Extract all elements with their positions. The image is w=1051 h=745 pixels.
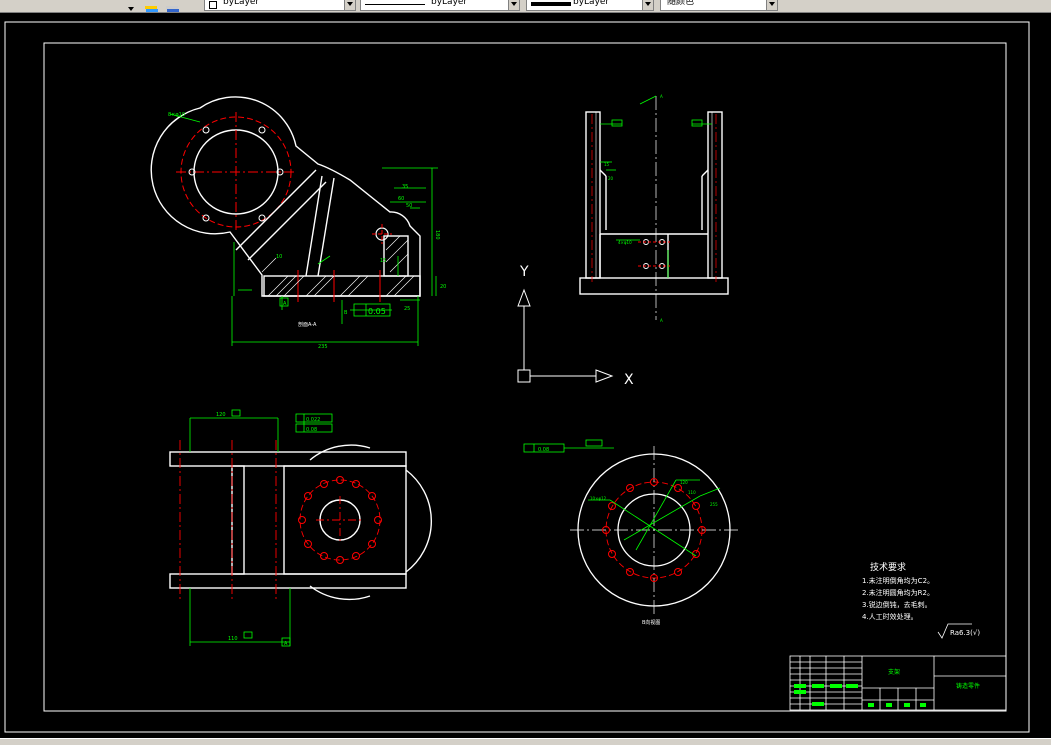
tech-req-1: 1.未注明倒角均为C2。 bbox=[862, 576, 934, 585]
color-control-dropdown[interactable]: byLayer bbox=[204, 0, 356, 11]
section-hatching bbox=[261, 235, 415, 297]
lineweight-preview bbox=[531, 2, 571, 6]
sheet-outer-border bbox=[4, 21, 1030, 733]
front-section-view bbox=[150, 96, 421, 302]
dim-110-top: 110 bbox=[228, 636, 238, 642]
roughness-symbol: Ra6.3(√) bbox=[937, 623, 980, 639]
tolerance-main: 0.05 bbox=[368, 307, 386, 316]
datum-a-top-view: A bbox=[284, 641, 288, 647]
dim-height: 180 bbox=[434, 230, 440, 240]
dim-25: 25 bbox=[404, 306, 410, 312]
color-swatch bbox=[209, 1, 217, 9]
dim-holes-2: 10×φ12 bbox=[590, 496, 607, 501]
properties-toolbar: byLayer byLayer byLayer 随颜色 bbox=[0, 0, 1051, 13]
tech-req-2: 2.未注明圆角均为R2。 bbox=[862, 588, 934, 597]
drawing-canvas[interactable]: 235 180 35 60 50 25 15 20 10 8×φ10 0.05 … bbox=[0, 12, 1051, 738]
b-view-labels: 0.08 120 110 255 10×φ12 bbox=[538, 447, 718, 507]
tolerance-pos-2: 0.08 bbox=[306, 427, 317, 433]
b-view-label: B向视图 bbox=[642, 619, 660, 626]
layer-manager-icon[interactable] bbox=[143, 0, 161, 12]
dim-15: 15 bbox=[380, 258, 386, 264]
chevron-down-icon[interactable] bbox=[642, 0, 653, 10]
dim-50: 50 bbox=[406, 203, 412, 209]
chevron-down-icon[interactable] bbox=[766, 0, 777, 10]
lineweight-control-dropdown[interactable]: byLayer bbox=[526, 0, 654, 11]
ucs-icon bbox=[517, 288, 614, 383]
color-control-value: byLayer bbox=[223, 0, 260, 7]
b-view-dims bbox=[523, 439, 721, 557]
status-bar bbox=[0, 738, 1051, 745]
chevron-down-icon[interactable] bbox=[508, 0, 519, 10]
side-view-centerlines bbox=[591, 96, 717, 320]
title-block bbox=[789, 655, 1007, 711]
plotstyle-control-dropdown[interactable]: 随颜色 bbox=[660, 0, 778, 11]
tech-req-3: 3.锐边倒钝，去毛刺。 bbox=[862, 600, 932, 609]
tech-title: 技术要求 bbox=[870, 561, 906, 573]
chevron-down-icon[interactable] bbox=[344, 0, 355, 10]
ucs-axis-x: X bbox=[624, 372, 634, 388]
dim-20-side: 20 bbox=[608, 176, 614, 181]
dim-holes: 8×φ10 bbox=[168, 112, 185, 118]
b-direction-view bbox=[570, 446, 738, 614]
dim-holes-3: 4×φ10 bbox=[618, 240, 632, 245]
side-view-holes bbox=[638, 239, 670, 269]
layer-previous-icon[interactable] bbox=[164, 0, 182, 12]
dim-15-side: 15 bbox=[604, 162, 610, 167]
dim-overall-width: 235 bbox=[318, 344, 328, 350]
title-block-text: 支架 铸造零件 bbox=[794, 668, 980, 707]
dim-20: 20 bbox=[440, 284, 446, 290]
titleblock-name: 支架 bbox=[888, 668, 900, 676]
top-view-holes bbox=[298, 476, 382, 564]
dim-10: 10 bbox=[276, 254, 282, 260]
linetype-control-value: byLayer bbox=[431, 0, 468, 7]
side-view-dims bbox=[600, 95, 712, 278]
front-view-labels: 235 180 35 60 50 25 15 20 10 8×φ10 0.05 … bbox=[168, 112, 446, 350]
sheet-inner-border bbox=[43, 42, 1007, 712]
top-view-dims bbox=[189, 409, 333, 647]
top-view-centerlines bbox=[179, 440, 381, 600]
dim-60: 60 bbox=[398, 196, 404, 202]
section-label: 剖面A-A bbox=[298, 321, 317, 328]
datum-a-label: A bbox=[283, 301, 287, 307]
titleblock-material: 铸造零件 bbox=[956, 682, 980, 690]
datum-a-bottom: A bbox=[660, 318, 663, 323]
dim-120-b: 120 bbox=[680, 480, 688, 485]
tolerance-pos-1: 0.022 bbox=[306, 417, 320, 423]
technical-requirements: 技术要求 1.未注明倒角均为C2。 2.未注明圆角均为R2。 3.锐边倒钝，去毛… bbox=[862, 561, 934, 621]
datum-b-label: B bbox=[344, 310, 348, 316]
top-view bbox=[169, 444, 433, 601]
lineweight-control-value: byLayer bbox=[573, 0, 610, 7]
linetype-preview bbox=[365, 4, 425, 5]
b-view-holes bbox=[602, 478, 706, 582]
dim-120-top: 120 bbox=[216, 412, 226, 418]
side-view bbox=[579, 111, 729, 295]
datum-a-top: A bbox=[660, 94, 663, 99]
plotstyle-control-value: 随颜色 bbox=[667, 0, 695, 7]
toolbar-dropdown-arrow[interactable] bbox=[126, 0, 136, 11]
linetype-control-dropdown[interactable]: byLayer bbox=[360, 0, 520, 11]
top-view-labels: 0.022 0.08 120 110 A bbox=[216, 412, 320, 647]
roughness-label: Ra6.3(√) bbox=[950, 629, 980, 637]
dim-110-b: 110 bbox=[688, 490, 696, 495]
front-view-dimensions bbox=[169, 113, 438, 346]
tech-req-4: 4.人工时效处理。 bbox=[862, 612, 918, 621]
dim-255: 255 bbox=[710, 502, 718, 507]
ucs-axis-y: Y bbox=[519, 264, 529, 280]
tolerance-circle: 0.08 bbox=[538, 447, 549, 453]
dim-35: 35 bbox=[402, 184, 408, 190]
side-view-labels: 4×φ10 15 20 A A bbox=[604, 94, 663, 323]
